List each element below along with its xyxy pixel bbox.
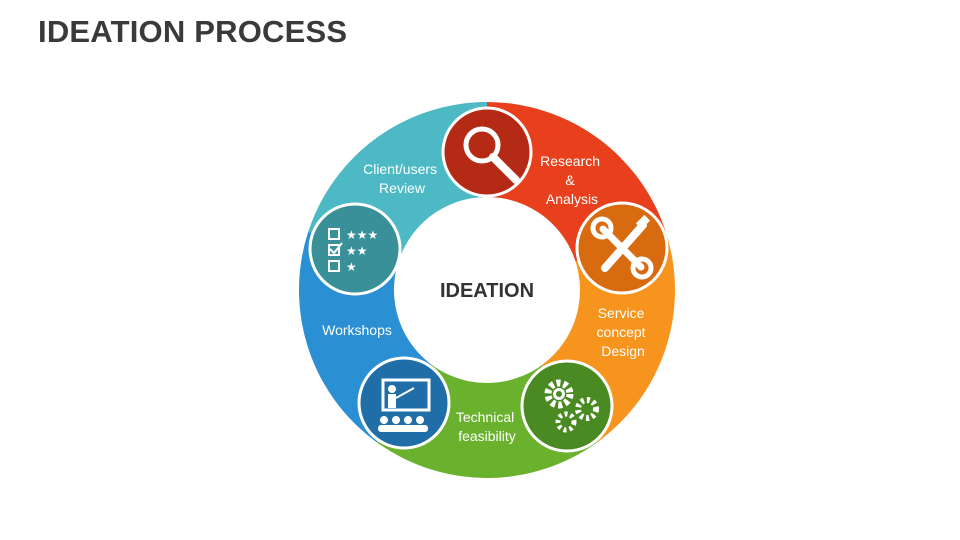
label-service-concept-design: Service concept Design bbox=[597, 305, 650, 359]
center-circle bbox=[394, 197, 580, 383]
presentation-icon bbox=[357, 356, 451, 450]
svg-text:★: ★ bbox=[346, 260, 357, 274]
page-title: IDEATION PROCESS bbox=[38, 14, 348, 49]
tools-icon bbox=[575, 201, 669, 295]
label-research-analysis: Research & Analysis bbox=[540, 153, 604, 207]
svg-text:★★★: ★★★ bbox=[346, 228, 378, 242]
rating-checklist-icon: ★★★ ★★ ★ bbox=[308, 202, 402, 296]
label-client-users-review: Client/users Review bbox=[363, 161, 441, 196]
center-label: IDEATION bbox=[440, 280, 534, 302]
svg-text:★★: ★★ bbox=[346, 244, 368, 258]
gears-icon bbox=[520, 359, 614, 453]
label-workshops: Workshops bbox=[322, 322, 392, 338]
magnifier-icon bbox=[441, 106, 533, 198]
label-technical-feasibility: Technical feasibility bbox=[456, 409, 518, 444]
